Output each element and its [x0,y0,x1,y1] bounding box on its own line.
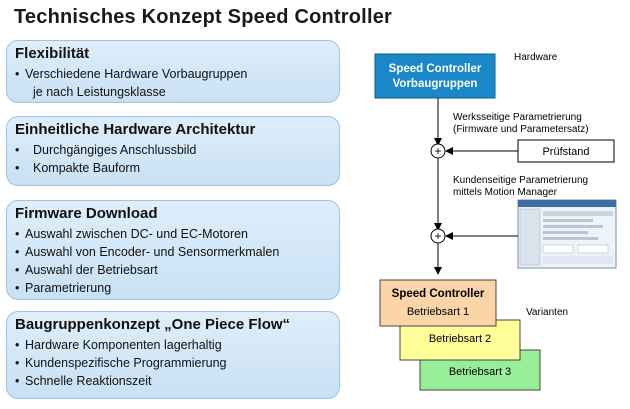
bullet-icon: • [15,161,20,175]
top-box-line1: Speed Controller [389,63,482,75]
mode-3-label: Betriebsart 3 [449,366,511,378]
list-item: •Verschiedene Hardware Vorbaugruppen [15,67,248,81]
plus-icon: + [434,229,441,243]
top-box-line2: Vorbaugruppen [393,78,478,90]
customer-label-line1: Kundenseitige Parametrierung [453,175,588,186]
bullet-icon: • [15,143,20,157]
panel-heading: Einheitliche Hardware Architektur [15,121,256,138]
panel-heading: Flexibilität [15,45,90,62]
test-bench-label: Prüfstand [542,146,589,158]
list-item: je nach Leistungsklasse [33,85,166,99]
bullet-icon: • [15,356,20,370]
plus-icon: + [434,144,441,158]
flow-diagram: Speed Controller Vorbaugruppen Hardware … [374,52,617,391]
mode-2-label: Betriebsart 2 [429,333,491,345]
list-item: •Schnelle Reaktionszeit [15,374,152,388]
panel-heading: Firmware Download [15,205,158,222]
factory-label-line2: (Firmware und Parametersatz) [453,124,589,135]
list-item: •Kompakte Bauform [15,161,140,175]
bullet-icon: • [15,281,20,295]
list-item: •Hardware Komponenten lagerhaltig [15,338,222,352]
list-item: •Durchgängiges Anschlussbild [15,143,197,157]
list-item: •Auswahl von Encoder- und Sensormerkmale… [15,245,280,259]
bullet-icon: • [15,245,20,259]
mode-2-box [399,319,521,361]
list-item: •Kundenspezifische Programmierung [15,356,227,370]
controller-title: Speed Controller [392,288,485,300]
bullet-icon: • [15,263,20,277]
panel-heading: Baugruppenkonzept „One Piece Flow“ [15,316,291,333]
page-title: Technisches Konzept Speed Controller [14,6,393,28]
bullet-icon: • [15,338,20,352]
list-item: •Parametrierung [15,281,112,295]
list-item: •Auswahl der Betriebsart [15,263,158,277]
panel-firmware-download: Firmware Download •Auswahl zwischen DC- … [6,200,340,300]
panel-hardware-architecture: Einheitliche Hardware Architektur •Durch… [6,116,340,186]
bullet-icon: • [15,227,20,241]
motion-manager-screenshot [517,199,617,269]
list-item: •Auswahl zwischen DC- und EC-Motoren [15,227,249,241]
bullet-icon: • [15,374,20,388]
factory-label-line1: Werksseitige Parametrierung [453,112,582,123]
speed-controller-hardware-box [374,53,496,99]
panel-one-piece-flow: Baugruppenkonzept „One Piece Flow“ •Hard… [6,311,340,399]
hardware-label: Hardware [514,52,558,63]
variants-label: Varianten [526,307,568,318]
panel-flexibility: Flexibilität •Verschiedene Hardware Vorb… [6,40,340,103]
bullet-icon: • [15,67,20,81]
speed-controller-mode-1-box [379,279,497,327]
customer-label-line2: mittels Motion Manager [453,187,558,198]
mode-1-label: Betriebsart 1 [407,306,469,318]
